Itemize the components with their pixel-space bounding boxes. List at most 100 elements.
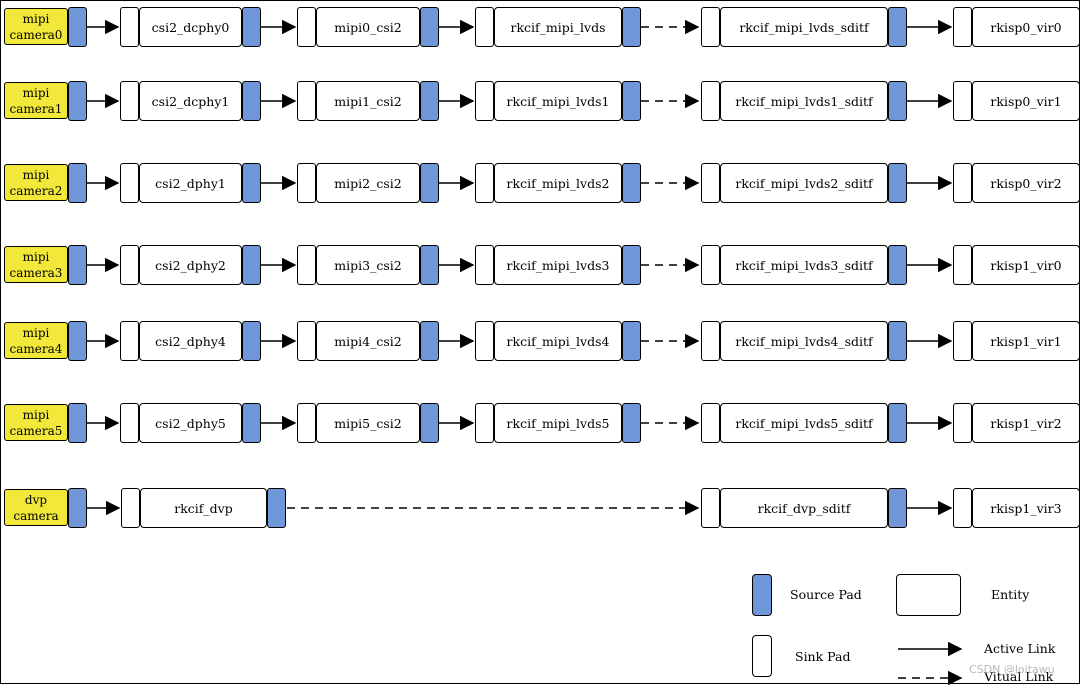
camera-entity: mipi camera5 [4, 404, 68, 441]
sink-pad [953, 245, 972, 285]
csi2-entity: mipi2_csi2 [316, 163, 420, 203]
source-pad [242, 403, 261, 443]
phy-entity: csi2_dphy2 [139, 245, 242, 285]
sink-pad [297, 7, 316, 47]
isp-virtual-entity: rkisp1_vir2 [972, 403, 1080, 443]
source-pad [420, 321, 439, 361]
sink-pad [475, 163, 494, 203]
watermark: CSDN @loitawu [969, 663, 1055, 676]
sink-pad [701, 245, 720, 285]
csi2-entity: mipi4_csi2 [316, 321, 420, 361]
sink-pad [475, 403, 494, 443]
sink-pad [120, 245, 139, 285]
phy-entity: csi2_dphy1 [139, 163, 242, 203]
sink-pad [297, 163, 316, 203]
phy-entity: csi2_dcphy0 [139, 7, 242, 47]
source-pad [622, 403, 641, 443]
source-pad [888, 245, 907, 285]
source-pad [420, 7, 439, 47]
source-pad [68, 488, 87, 528]
source-pad [420, 245, 439, 285]
lvds-entity: rkcif_mipi_lvds4 [494, 321, 622, 361]
source-pad [420, 403, 439, 443]
sink-pad [120, 403, 139, 443]
legend-active-link-label: Active Link [984, 641, 1056, 656]
sink-pad [701, 81, 720, 121]
source-pad [888, 321, 907, 361]
camera-entity: mipi camera4 [4, 322, 68, 359]
sink-pad [701, 321, 720, 361]
lvds-entity: rkcif_mipi_lvds5 [494, 403, 622, 443]
sditf-entity: rkcif_mipi_lvds3_sditf [720, 245, 888, 285]
sink-pad [953, 321, 972, 361]
lvds-entity: rkcif_mipi_lvds3 [494, 245, 622, 285]
sink-pad [475, 245, 494, 285]
source-pad [888, 488, 907, 528]
source-pad [68, 7, 87, 47]
source-pad [420, 163, 439, 203]
legend-virtual-link-label: Vitual Link [984, 669, 1054, 684]
source-pad [68, 403, 87, 443]
legend-source-pad-label: Source Pad [790, 587, 862, 602]
dvp-entity: rkcif_dvp [140, 488, 267, 528]
source-pad [68, 81, 87, 121]
csi2-entity: mipi3_csi2 [316, 245, 420, 285]
lvds-entity: rkcif_mipi_lvds2 [494, 163, 622, 203]
source-pad [888, 403, 907, 443]
lvds-entity: rkcif_mipi_lvds1 [494, 81, 622, 121]
csi2-entity: mipi1_csi2 [316, 81, 420, 121]
source-pad [242, 7, 261, 47]
source-pad [622, 7, 641, 47]
legend-entity-swatch [896, 574, 961, 616]
source-pad [622, 245, 641, 285]
sink-pad [953, 81, 972, 121]
sink-pad [120, 321, 139, 361]
source-pad [68, 163, 87, 203]
source-pad [242, 245, 261, 285]
phy-entity: csi2_dphy4 [139, 321, 242, 361]
isp-virtual-entity: rkisp0_vir1 [972, 81, 1080, 121]
sink-pad [953, 488, 972, 528]
isp-virtual-entity: rkisp1_vir0 [972, 245, 1080, 285]
sink-pad [297, 81, 316, 121]
source-pad [68, 245, 87, 285]
sditf-entity: rkcif_mipi_lvds4_sditf [720, 321, 888, 361]
sditf-entity: rkcif_mipi_lvds2_sditf [720, 163, 888, 203]
source-pad [622, 81, 641, 121]
sink-pad [475, 81, 494, 121]
sink-pad [701, 7, 720, 47]
sink-pad [701, 488, 720, 528]
legend-entity-label: Entity [991, 587, 1030, 602]
csi2-entity: mipi5_csi2 [316, 403, 420, 443]
sink-pad [701, 403, 720, 443]
camera-entity: mipi camera3 [4, 246, 68, 283]
isp-virtual-entity: rkisp0_vir2 [972, 163, 1080, 203]
source-pad [267, 488, 286, 528]
phy-entity: csi2_dcphy1 [139, 81, 242, 121]
sink-pad [297, 245, 316, 285]
sink-pad [953, 7, 972, 47]
source-pad [888, 163, 907, 203]
sditf-entity: rkcif_mipi_lvds5_sditf [720, 403, 888, 443]
sink-pad [701, 163, 720, 203]
csi2-entity: mipi0_csi2 [316, 7, 420, 47]
sink-pad [120, 163, 139, 203]
source-pad [888, 81, 907, 121]
phy-entity: csi2_dphy5 [139, 403, 242, 443]
sink-pad [297, 321, 316, 361]
dvp-camera-entity: dvp camera [4, 489, 68, 526]
dvp-isp-virtual-entity: rkisp1_vir3 [972, 488, 1080, 528]
camera-entity: mipi camera1 [4, 82, 68, 119]
legend-sink-pad-label: Sink Pad [795, 649, 851, 664]
dvp-sditf-entity: rkcif_dvp_sditf [720, 488, 888, 528]
sditf-entity: rkcif_mipi_lvds_sditf [720, 7, 888, 47]
source-pad [622, 163, 641, 203]
camera-entity: mipi camera0 [4, 8, 68, 45]
sink-pad [120, 7, 139, 47]
isp-virtual-entity: rkisp1_vir1 [972, 321, 1080, 361]
sditf-entity: rkcif_mipi_lvds1_sditf [720, 81, 888, 121]
legend-source-pad-swatch [752, 574, 772, 616]
